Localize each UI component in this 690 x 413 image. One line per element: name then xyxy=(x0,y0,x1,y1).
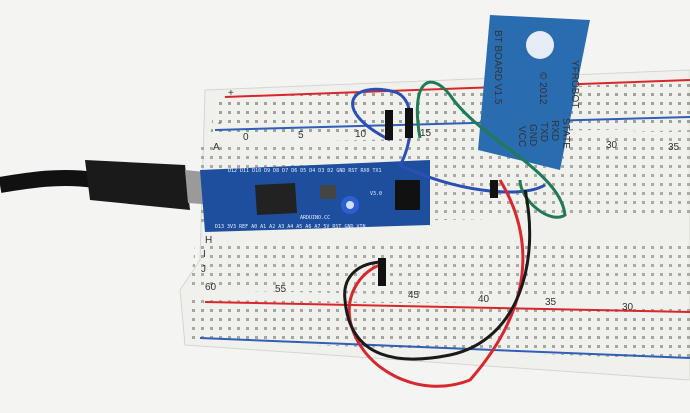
col-number: 35 xyxy=(545,297,557,308)
top-red-rail-line xyxy=(224,79,690,98)
bottom-red-rail-line xyxy=(204,301,690,313)
col-number: 15 xyxy=(420,128,432,139)
bt-pin-label: STATE xyxy=(560,118,571,149)
bluetooth-logo-icon xyxy=(526,31,554,59)
col-number: 30 xyxy=(606,140,618,151)
col-number: 30 xyxy=(622,302,634,313)
top-blue-rail-line xyxy=(214,116,690,131)
row-letter: H xyxy=(205,235,212,246)
rail-plus-label: + xyxy=(228,88,234,99)
black-wire xyxy=(343,189,532,361)
power-led xyxy=(346,201,354,209)
bt-pin-label: RXD xyxy=(549,120,560,141)
col-number: 5 xyxy=(298,130,304,141)
col-number: 10 xyxy=(355,129,367,140)
row-letter: J xyxy=(201,264,206,275)
bluetooth-module: BT BOARD V1.5 YFROBOT © 2012 STATE RXD T… xyxy=(478,15,590,170)
arduino-nano: D12 D11 D10 D9 D8 D7 D6 D5 D4 D3 D2 GND … xyxy=(200,160,430,232)
bt-maker: YFROBOT xyxy=(569,60,580,108)
col-number: 60 xyxy=(205,282,217,293)
top-column-numbers: 0 5 10 15 30 35 xyxy=(243,128,680,153)
col-number: 40 xyxy=(478,294,490,305)
red-wire xyxy=(347,179,525,388)
arduino-brand: ARDUINO.CC xyxy=(300,215,330,221)
row-letter: A xyxy=(213,142,220,153)
jumper-wires xyxy=(343,80,567,388)
bottom-column-numbers: 60 55 45 40 35 30 xyxy=(205,282,634,313)
arduino-silk-bottom: D13 3V3 REF A0 A1 A2 A3 A4 A5 A6 A7 5V R… xyxy=(215,224,366,230)
bottom-blue-rail-line xyxy=(199,337,690,359)
col-number: 55 xyxy=(275,284,287,295)
col-number: 0 xyxy=(243,132,249,143)
rail-minus-label: - xyxy=(218,118,221,129)
bt-year: © 2012 xyxy=(537,72,548,105)
col-number: 45 xyxy=(408,290,420,301)
bt-pin-label: VCC xyxy=(516,126,527,147)
row-letters: A H I J xyxy=(201,142,220,275)
usb-cable xyxy=(0,160,215,210)
bt-pin-label: GND xyxy=(527,124,538,146)
arduino-version: V3.0 xyxy=(370,191,382,197)
row-letter: I xyxy=(203,249,206,260)
green-wire xyxy=(415,80,567,219)
bt-pin-label: TXD xyxy=(538,122,549,142)
bt-board-title: BT BOARD V1.5 xyxy=(492,30,503,105)
col-number: 35 xyxy=(668,142,680,153)
arduino-silk-top: D12 D11 D10 D9 D8 D7 D6 D5 D4 D3 D2 GND … xyxy=(228,168,382,174)
